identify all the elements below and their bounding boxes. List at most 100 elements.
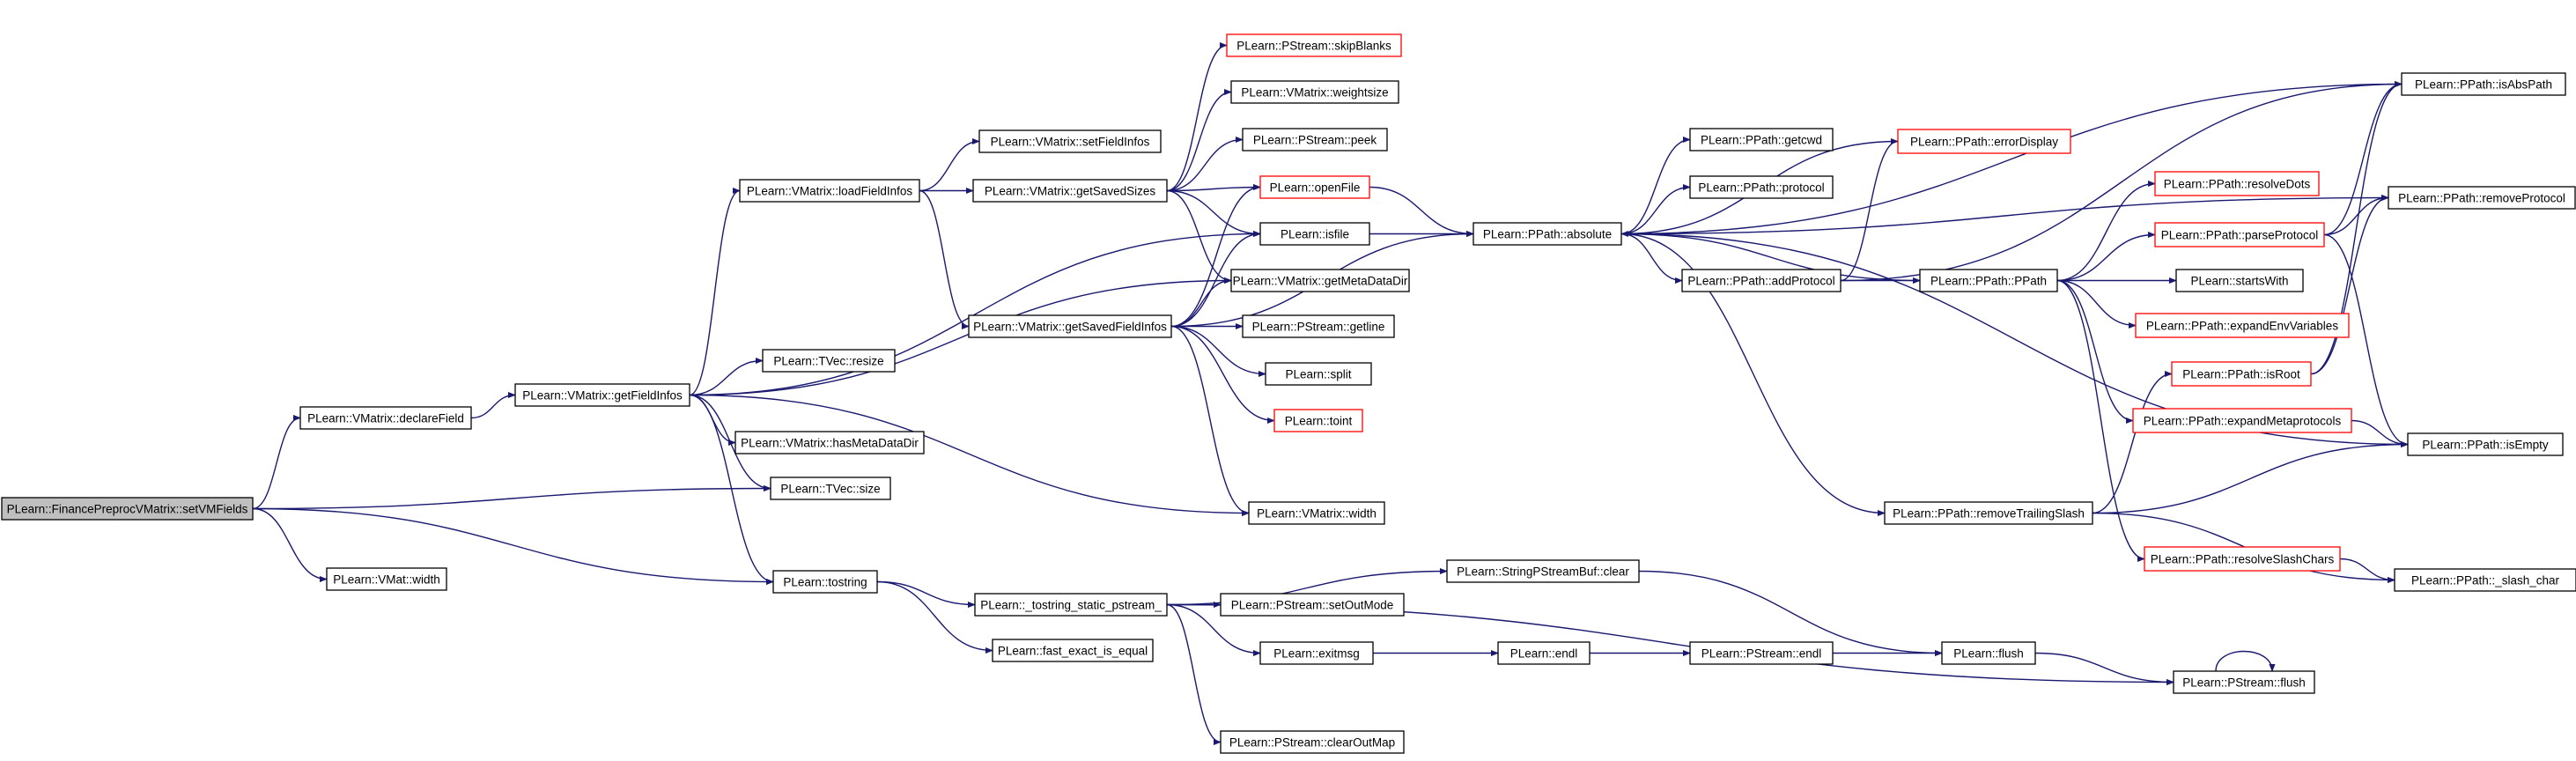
node-label: PLearn::PStream::clearOutMap [1229,736,1395,750]
node-tostring[interactable]: PLearn::tostring [772,570,878,594]
node-removeTrailingSlash[interactable]: PLearn::PPath::removeTrailingSlash [1884,501,2093,525]
edge-absolute-to-protocol [1620,183,1691,235]
edge-getSavedFieldInfos-to-openFile [1170,183,1261,328]
node-box [1220,730,1405,754]
node-label: PLearn::PStream::peek [1253,134,1377,147]
node-slashChar[interactable]: PLearn::PPath::_slash_char [2394,568,2576,592]
node-weightsize[interactable]: PLearn::VMatrix::weightsize [1230,80,1399,104]
node-label: PLearn::PPath::addProtocol [1687,275,1834,288]
node-endl[interactable]: PLearn::endl [1497,641,1591,665]
node-pstreamEndl[interactable]: PLearn::PStream::endl [1689,641,1834,665]
node-fastExact[interactable]: PLearn::fast_exact_is_equal [992,639,1154,662]
node-label: PLearn::PStream::setOutMode [1231,599,1394,612]
node-box [1273,409,1363,432]
edge-openFile-to-absolute [1369,186,1474,238]
edge-getSavedSizes-to-peek [1166,136,1244,192]
node-box [2154,171,2320,196]
node-label: PLearn::PStream::endl [1701,647,1822,661]
node-label: PLearn::VMatrix::declareField [307,412,464,425]
node-label: PLearn::PPath::errorDisplay [1910,136,2058,149]
node-box [770,477,891,500]
node-flush[interactable]: PLearn::flush [1941,641,2036,665]
node-getSavedFieldInfos[interactable]: PLearn::VMatrix::getSavedFieldInfos [968,314,1172,338]
edge-absolute-to-isAbsPath [1620,80,2403,235]
node-getFieldInfos[interactable]: PLearn::VMatrix::getFieldInfos [514,383,690,407]
node-vmatWidth[interactable]: PLearn::VMat::width [326,567,447,591]
node-split[interactable]: PLearn::split [1265,362,1372,386]
nodes-layer: PLearn::FinancePreprocVMatrix::setVMFiel… [1,33,2576,754]
edge-ppathCtor-to-parseProtocol [2056,231,2156,282]
edge-getFieldInfos-to-isfile [689,230,1261,396]
node-skipBlanks[interactable]: PLearn::PStream::skipBlanks [1226,33,1402,57]
node-toint[interactable]: PLearn::toint [1273,409,1363,432]
node-getMetaDataDir[interactable]: PLearn::VMatrix::getMetaDataDir [1230,269,1410,292]
node-getline[interactable]: PLearn::PStream::getline [1242,314,1395,338]
node-vmatrixWidth[interactable]: PLearn::VMatrix::width [1248,501,1385,525]
node-parseProtocol[interactable]: PLearn::PPath::parseProtocol [2154,222,2325,248]
node-box [739,179,920,203]
edge-isRoot-to-isAbsPath [2310,80,2403,375]
node-hasMetaDataDir[interactable]: PLearn::VMatrix::hasMetaDataDir [734,431,925,454]
node-getSavedSizes[interactable]: PLearn::VMatrix::getSavedSizes [972,179,1168,203]
node-box [734,431,925,454]
node-tostringStatic[interactable]: PLearn::_tostring_static_pstream_ [974,593,1168,617]
edge-tostringStatic-to-clearOutMap [1166,603,1222,746]
node-label: PLearn::PPath::resolveDots [2164,178,2311,191]
node-box [2154,222,2325,248]
edge-getSavedFieldInfos-to-split [1170,325,1266,378]
node-box [1230,269,1410,292]
edge-absolute-to-removeProtocol [1620,194,2389,235]
edge-getFieldInfos-to-tvecSize [689,394,771,492]
node-box [1248,501,1385,525]
node-setVMFields[interactable]: PLearn::FinancePreprocVMatrix::setVMFiel… [1,497,254,521]
node-box [2135,313,2350,338]
node-resolveSlashChars[interactable]: PLearn::PPath::resolveSlashChars [2144,546,2341,572]
node-peek[interactable]: PLearn::PStream::peek [1242,128,1388,151]
node-label: PLearn::PPath::isRoot [2182,368,2300,381]
node-box [1259,175,1370,199]
node-label: PLearn::VMatrix::setFieldInfos [991,136,1150,149]
node-declareField[interactable]: PLearn::VMatrix::declareField [299,406,472,430]
node-sbufClear[interactable]: PLearn::StringPStreamBuf::clear [1446,559,1640,583]
node-isEmpty[interactable]: PLearn::PPath::isEmpty [2407,432,2564,456]
node-resolveDots[interactable]: PLearn::PPath::resolveDots [2154,171,2320,196]
node-label: PLearn::PPath::resolveSlashChars [2151,553,2335,566]
node-label: PLearn::PPath::removeProtocol [2398,192,2565,205]
node-expandEnvVariables[interactable]: PLearn::PPath::expandEnvVariables [2135,313,2350,338]
edge-getSavedSizes-to-weightsize [1166,88,1232,192]
node-pstreamFlush[interactable]: PLearn::PStream::flush [2173,670,2315,694]
node-label: PLearn::FinancePreprocVMatrix::setVMFiel… [7,503,248,516]
node-absolute[interactable]: PLearn::PPath::absolute [1473,222,1622,246]
node-label: PLearn::PPath::absolute [1483,228,1612,241]
node-label: PLearn::fast_exact_is_equal [998,645,1148,658]
node-label: PLearn::split [1285,368,1351,381]
node-startsWith[interactable]: PLearn::startsWith [2175,269,2304,292]
edge-getSavedFieldInfos-to-getMetaDataDir [1170,277,1232,328]
node-isfile[interactable]: PLearn::isfile [1259,222,1370,246]
node-isAbsPath[interactable]: PLearn::PPath::isAbsPath [2401,72,2566,96]
node-exitmsg[interactable]: PLearn::exitmsg [1259,641,1374,665]
node-getcwd[interactable]: PLearn::PPath::getcwd [1689,128,1834,151]
node-setOutMode[interactable]: PLearn::PStream::setOutMode [1220,593,1405,617]
node-label: PLearn::VMat::width [333,573,440,587]
edge-absolute-to-addProtocol [1620,233,1683,284]
node-loadFieldInfos[interactable]: PLearn::VMatrix::loadFieldInfos [739,179,920,203]
node-tvecResize[interactable]: PLearn::TVec::resize [762,349,896,373]
node-label: PLearn::flush [1953,647,2024,661]
node-addProtocol[interactable]: PLearn::PPath::addProtocol [1681,269,1842,292]
node-errorDisplay[interactable]: PLearn::PPath::errorDisplay [1897,129,2071,154]
node-expandMetaprotocols[interactable]: PLearn::PPath::expandMetaprotocols [2132,408,2352,433]
node-isRoot[interactable]: PLearn::PPath::isRoot [2171,361,2312,387]
node-openFile[interactable]: PLearn::openFile [1259,175,1370,199]
edge-getSavedSizes-to-openFile [1166,183,1261,192]
node-removeProtocol[interactable]: PLearn::PPath::removeProtocol [2388,186,2576,210]
node-protocol[interactable]: PLearn::PPath::protocol [1689,175,1834,199]
edge-setVMFields-to-declareField [252,414,301,510]
node-setFieldInfos[interactable]: PLearn::VMatrix::setFieldInfos [978,129,1162,153]
edge-addProtocol-to-errorDisplay [1840,137,1899,282]
node-ppathCtor[interactable]: PLearn::PPath::PPath [1919,269,2058,292]
node-clearOutMap[interactable]: PLearn::PStream::clearOutMap [1220,730,1405,754]
node-label: PLearn::tostring [783,576,867,589]
node-tvecSize[interactable]: PLearn::TVec::size [770,477,891,500]
edge-tostring-to-tostringStatic [876,580,976,609]
